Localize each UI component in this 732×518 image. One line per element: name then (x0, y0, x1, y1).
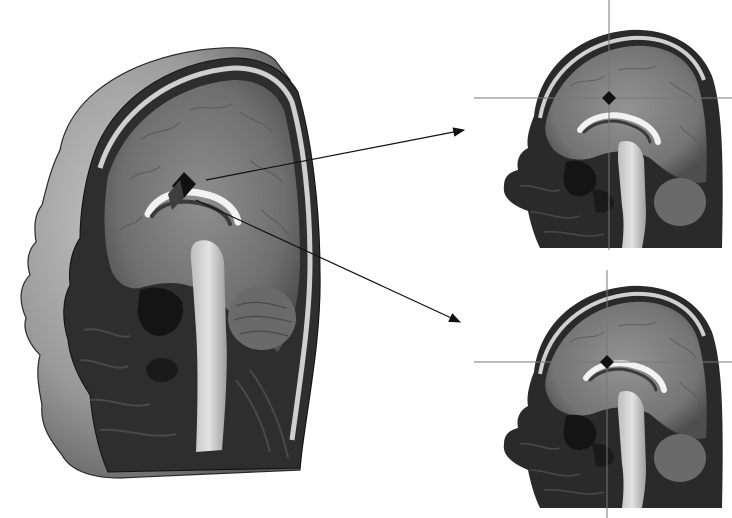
mri-slice-bottom (504, 286, 723, 508)
head-cerebellum (228, 286, 296, 350)
head-model (21, 48, 320, 478)
mri-slice-top (504, 30, 723, 248)
